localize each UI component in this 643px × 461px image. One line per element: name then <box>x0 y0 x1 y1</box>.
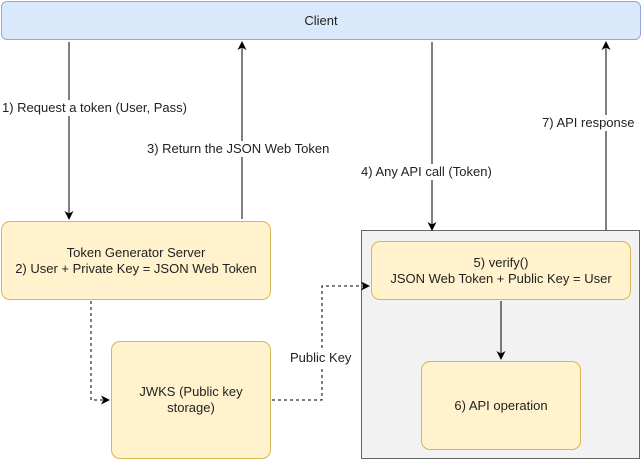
token-generator-formula: 2) User + Private Key = JSON Web Token <box>15 260 257 276</box>
label-request-token: 1) Request a token (User, Pass) <box>1 100 188 116</box>
client-node: Client <box>1 1 641 40</box>
label-public-key: Public Key <box>289 350 353 366</box>
label-api-response: 7) API response <box>541 115 636 131</box>
token-generator-title: Token Generator Server <box>66 244 206 260</box>
jwks-node: JWKS (Public key storage) <box>111 341 271 459</box>
client-label: Client <box>304 12 338 28</box>
api-operation-node: 6) API operation <box>421 361 581 450</box>
label-api-call: 4) Any API call (Token) <box>360 164 493 180</box>
label-return-jwt: 3) Return the JSON Web Token <box>146 141 331 157</box>
jwks-label-line2: storage) <box>167 400 215 415</box>
verify-formula: JSON Web Token + Public Key = User <box>390 270 612 286</box>
verify-node: 5) verify() JSON Web Token + Public Key … <box>371 241 631 300</box>
api-operation-label: 6) API operation <box>454 397 548 413</box>
edge-token-generator-to-jwks <box>90 301 110 405</box>
verify-title: 5) verify() <box>473 254 529 270</box>
token-generator-node: Token Generator Server 2) User + Private… <box>1 221 271 300</box>
jwks-label-line1: JWKS (Public key <box>139 384 243 399</box>
edge-jwks-to-verify <box>272 281 370 401</box>
